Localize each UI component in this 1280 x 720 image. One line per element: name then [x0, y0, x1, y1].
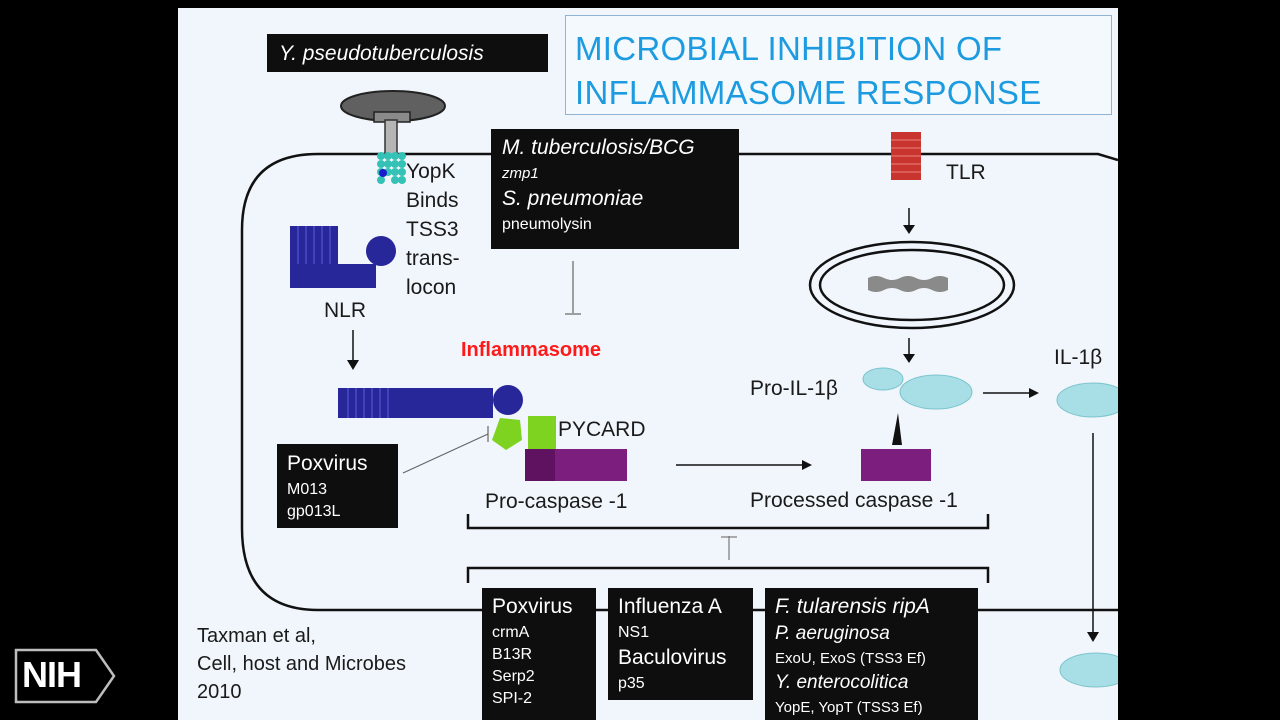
title-box: MICROBIAL INHIBITION OF INFLAMMASOME RES…	[565, 15, 1112, 115]
pro-il1b-icon	[862, 367, 973, 410]
bacteria-line-3: ExoU, ExoS (TSS3 Ef)	[775, 650, 926, 667]
bacteria-line-2: P. aeruginosa	[775, 623, 890, 644]
poxvirus-box-1-item-1: M013	[287, 481, 328, 498]
nlr-label: NLR	[324, 299, 367, 322]
yopk-line-4: trans-	[406, 247, 460, 270]
poxvirus-box-1-item-2: gp013L	[287, 503, 341, 520]
poxvirus-box-2-item-1: crmA	[492, 624, 530, 641]
baculovirus-item: p35	[618, 675, 645, 692]
yersinia-label: Y. pseudotuberculosis	[279, 42, 484, 65]
citation-line-2: Cell, host and Microbes	[197, 653, 406, 675]
mtb-line-3: S. pneumoniae	[502, 187, 644, 210]
procaspase-label: Pro-caspase -1	[485, 490, 628, 513]
il1b-label: IL-1β	[1054, 346, 1103, 369]
mtb-box: M. tuberculosis/BCG zmp1 S. pneumoniae p…	[491, 129, 739, 249]
yopk-line-3: TSS3	[406, 218, 459, 241]
secreted-il1b-icon	[1059, 652, 1118, 688]
title-line-2: INFLAMMASOME RESPONSE	[575, 74, 1042, 111]
lower-bracket	[466, 566, 990, 583]
pathway-diagram	[240, 90, 1118, 688]
mtb-line-2: zmp1	[502, 165, 539, 182]
yopk-line-5: locon	[406, 276, 457, 299]
mtb-line-4: pneumolysin	[502, 216, 592, 233]
pycard-label: PYCARD	[558, 418, 646, 441]
inflammasome-complex-icon	[338, 385, 627, 481]
poxvirus-box-1-title: Poxvirus	[287, 452, 368, 475]
title-line-1: MICROBIAL INHIBITION OF	[575, 30, 1003, 67]
nucleus-icon	[808, 240, 1016, 330]
slide: MICROBIAL INHIBITION OF INFLAMMASOME RES…	[178, 8, 1118, 720]
poxvirus-box-2-item-3: Serp2	[492, 668, 535, 685]
needle-complex-icon	[340, 90, 446, 184]
il1b-icon	[1056, 382, 1118, 418]
citation-line-3: 2010	[197, 681, 242, 703]
poxvirus-box-2-item-2: B13R	[492, 646, 533, 663]
poxvirus-box-2-title: Poxvirus	[492, 595, 573, 618]
nih-logo-text: NIH	[22, 654, 82, 695]
baculovirus-title: Baculovirus	[618, 646, 727, 669]
yersinia-box: Y. pseudotuberculosis	[267, 34, 548, 72]
tlr-label: TLR	[946, 161, 986, 184]
processed-caspase-icon	[861, 449, 931, 481]
nlr-icon	[290, 226, 396, 288]
poxvirus-box-1: Poxvirus M013 gp013L	[277, 444, 398, 528]
pro-il1b-label: Pro-IL-1β	[750, 377, 838, 400]
influenza-box: Influenza A NS1 Baculovirus p35	[608, 588, 753, 700]
nih-logo-icon	[14, 648, 116, 704]
processed-caspase-label: Processed caspase -1	[750, 489, 958, 512]
bacteria-line-4: Y. enterocolitica	[775, 672, 909, 693]
poxvirus-box-2-item-4: SPI-2	[492, 690, 533, 707]
yopk-line-2: Binds	[406, 189, 459, 212]
bacteria-line-5: YopE, YopT (TSS3 Ef)	[775, 699, 923, 716]
poxvirus-box-2: Poxvirus crmA B13R Serp2 SPI-2	[482, 588, 596, 720]
citation-line-1: Taxman et al,	[197, 625, 316, 647]
yopk-line-1: YopK	[406, 160, 456, 183]
inflammasome-label: Inflammasome	[461, 339, 602, 361]
influenza-item: NS1	[618, 624, 650, 641]
mtb-line-1: M. tuberculosis/BCG	[502, 136, 695, 159]
upper-bracket	[466, 514, 990, 530]
cell-membrane	[240, 152, 1118, 612]
bacteria-line-1: F. tularensis ripA	[775, 595, 930, 618]
influenza-title: Influenza A	[618, 595, 722, 618]
bacteria-box: F. tularensis ripA P. aeruginosa ExoU, E…	[765, 588, 978, 720]
tlr-icon	[891, 132, 921, 180]
